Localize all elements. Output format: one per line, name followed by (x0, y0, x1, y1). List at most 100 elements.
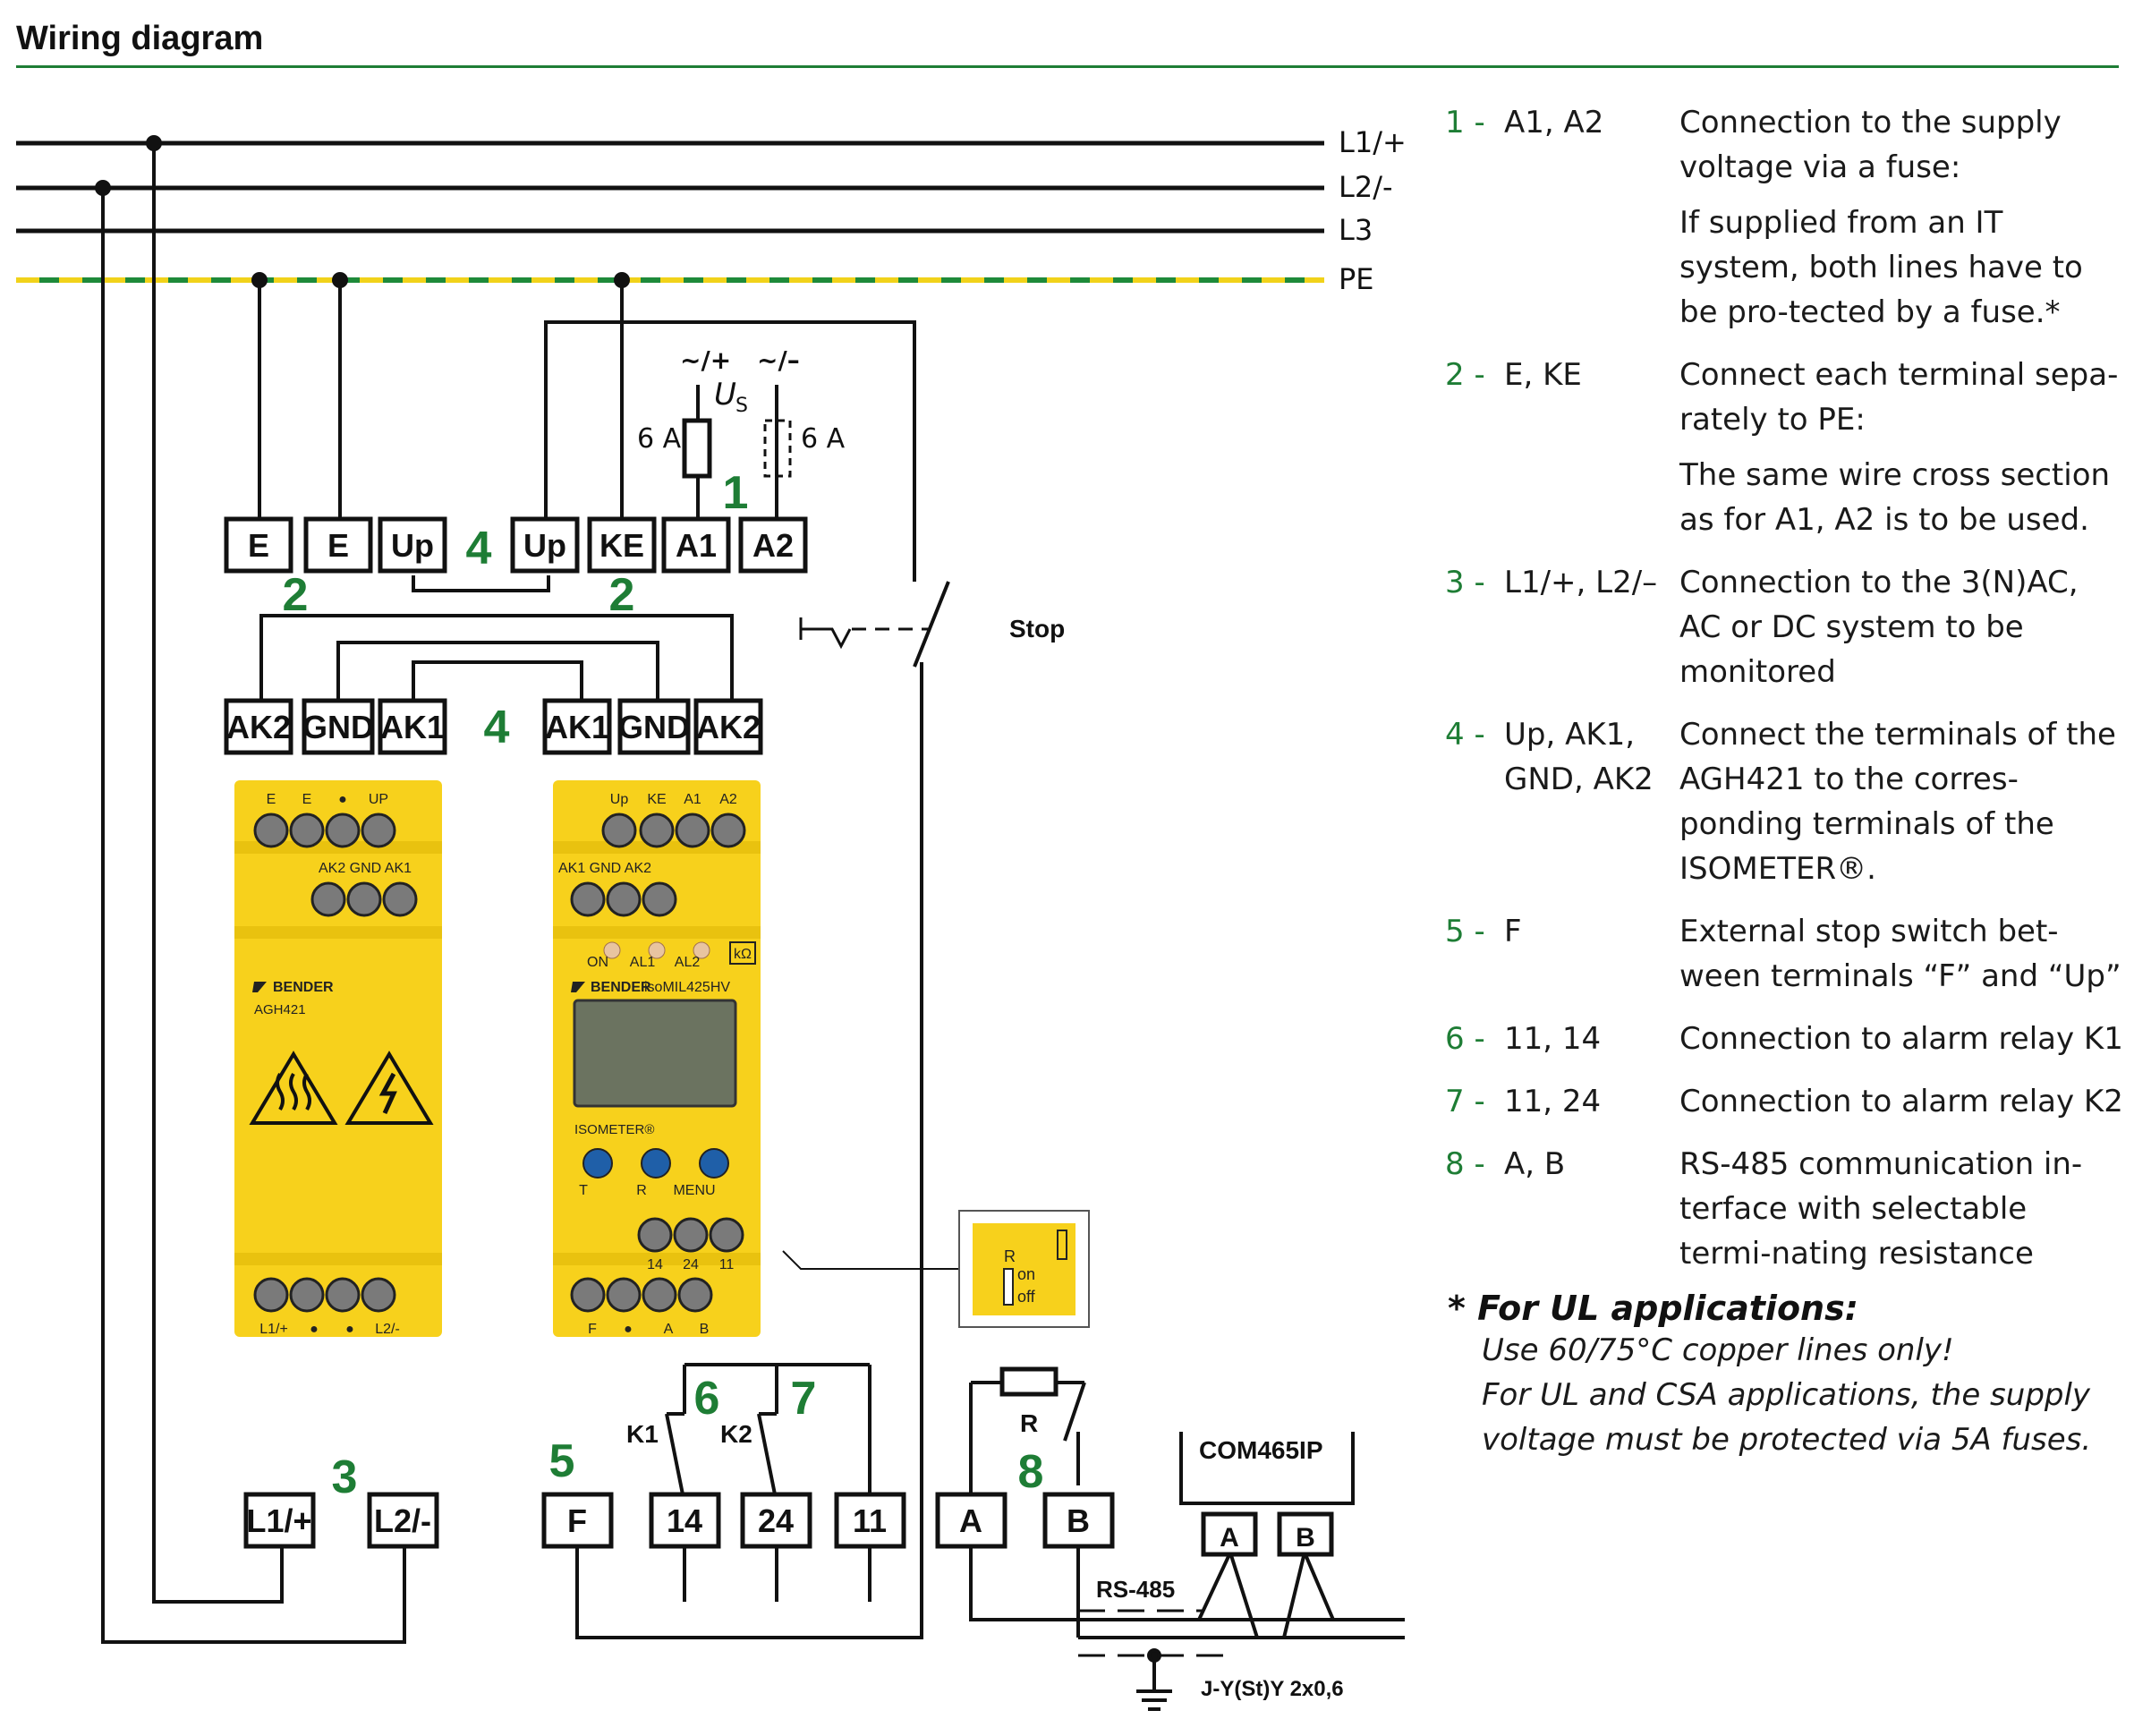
button-t (582, 1148, 613, 1179)
inset-on: on (1017, 1265, 1035, 1283)
callout-2-left: 2 (283, 569, 309, 621)
top-terminal-row: E E Up Up KE A1 A2 (224, 516, 808, 574)
supply-us: U (714, 377, 736, 413)
agh-label-2: ● (338, 792, 347, 807)
lcd-display (573, 999, 737, 1108)
supply-minus: ~/– (757, 345, 800, 375)
supply-us-sub: S (735, 395, 748, 417)
legend-number: 7 - (1445, 1084, 1485, 1119)
inset-r: R (1004, 1247, 1016, 1265)
led-al2-label: AL2 (675, 955, 701, 970)
line-label-l1: L1/+ (1339, 125, 1407, 159)
com-label: COM465IP (1199, 1436, 1323, 1464)
relay-k1-label: K1 (626, 1420, 659, 1448)
termination-switch-inset: R on off (958, 1210, 1090, 1328)
terminal-ak1-right: AK1 (545, 709, 609, 745)
led-on-label: ON (587, 955, 608, 970)
terminal-ak2-right: AK2 (696, 709, 761, 745)
device-agh421: E E ● UP AK2 GND AK1 BENDER AGH421 L1/+ … (234, 780, 442, 1337)
iso-brand: BENDER (591, 980, 651, 995)
agh-brand: BENDER (273, 980, 334, 995)
iso-bottom-3: B (700, 1322, 710, 1337)
hot-surface-warning-icon (249, 1051, 338, 1125)
com-terminal-b: B (1296, 1523, 1315, 1553)
terminal-a2: A2 (752, 527, 794, 564)
callout-6: 6 (694, 1373, 720, 1425)
terminal-e1: E (248, 527, 269, 564)
terminal-up-right: Up (523, 527, 566, 564)
terminal-gnd-left: GND (302, 709, 374, 745)
legend-description: Connection to alarm relay K1 (1679, 1017, 2125, 1072)
high-voltage-warning-icon (344, 1051, 434, 1125)
terminal-l1: L1/+ (246, 1502, 311, 1539)
agh-model: AGH421 (254, 1002, 306, 1017)
legend-terminals: 11, 14 (1504, 1021, 1602, 1057)
status-leds: ON AL1 AL2 kΩ (587, 941, 756, 970)
legend-row: 6 - 11, 14 Connection to alarm relay K1 (1445, 1017, 2125, 1072)
terminal-11: 11 (853, 1502, 887, 1539)
callout-4-bottom: 4 (484, 702, 510, 753)
header-rule (16, 65, 2119, 68)
ul-line-2: For UL and CSA applications, the supply … (1482, 1377, 2092, 1458)
legend-terminals: F (1504, 914, 1522, 949)
callout-8: 8 (1018, 1446, 1044, 1498)
ak-terminal-row: AK2 GND AK1 AK1 GND AK2 (224, 698, 763, 755)
legend-number: 6 - (1445, 1021, 1485, 1057)
legend-description-text: Connect each terminal sepa-rately to PE: (1679, 357, 2119, 438)
agh-bottom-1: ● (310, 1322, 319, 1337)
unit-label: kΩ (734, 947, 752, 962)
iso-model: isoMIL425HV (644, 980, 730, 995)
terminal-a: A (959, 1502, 982, 1539)
legend-terminals: L1/+, L2/– (1504, 565, 1658, 600)
inset-leader (782, 1250, 959, 1270)
callout-7: 7 (791, 1373, 817, 1425)
fuse-right-label: 6 A (801, 423, 846, 455)
relay-row-0: 14 (647, 1257, 663, 1272)
terminal-f: F (567, 1502, 587, 1539)
legend-description-text: Connection to the 3(N)AC, AC or DC syste… (1679, 565, 2079, 690)
legend-number: 8 - (1445, 1146, 1485, 1182)
terminal-up-left: Up (391, 527, 434, 564)
device-isomil425hv: Up KE A1 A2 AK1 GND AK2 ON AL1 AL2 kΩ BE… (553, 780, 761, 1337)
junction-dots (95, 135, 630, 288)
relay-contacts (665, 1412, 778, 1504)
terminal-gnd-right: GND (618, 709, 690, 745)
resistor-r-label: R (1020, 1409, 1038, 1437)
callout-3: 3 (332, 1451, 358, 1503)
legend-number: 4 - (1445, 717, 1485, 753)
legend-description: Connect each terminal sepa-rately to PE:… (1679, 353, 2125, 553)
wiring-diagram: L1/+ L2/- L3 PE (16, 125, 1407, 1711)
iso-bottom-2: A (664, 1322, 674, 1337)
ul-title: * For UL applications: (1448, 1289, 1858, 1328)
wires (101, 143, 1405, 1644)
agh-bottom-2: ● (345, 1322, 354, 1337)
cable-label: J-Y(St)Y 2x0,6 (1201, 1677, 1344, 1701)
terminal-ak1-left: AK1 (380, 709, 445, 745)
legend-terminals: Up, AK1, GND, AK2 (1504, 717, 1654, 797)
legend-description-text: Connect the terminals of the AGH421 to t… (1679, 717, 2116, 887)
line-label-pe: PE (1339, 262, 1374, 296)
fuse-left-label: 6 A (637, 423, 682, 455)
terminal-a1: A1 (676, 527, 717, 564)
relay-k2-label: K2 (720, 1420, 752, 1448)
led-al1-label: AL1 (630, 955, 656, 970)
legend-description-text: RS-485 communication in-terface with sel… (1679, 1146, 2083, 1272)
agh-label-3: UP (369, 792, 388, 807)
agh-label-1: E (302, 792, 312, 807)
legend-description-text: If supplied from an IT system, both line… (1679, 205, 2083, 330)
legend-terminals: E, KE (1504, 357, 1582, 393)
legend-description-text: Connection to the supply voltage via a f… (1679, 105, 2062, 185)
terminal-b: B (1067, 1502, 1090, 1539)
ul-note: * For UL applications: Use 60/75°C coppe… (1448, 1289, 2128, 1462)
iso-isometer: ISOMETER® (574, 1122, 654, 1137)
terminal-14: 14 (667, 1502, 702, 1539)
legend-number: 2 - (1445, 357, 1485, 393)
legend-description: Connection to the supply voltage via a f… (1679, 100, 2125, 345)
legend-description-text: Connection to alarm relay K1 (1679, 1021, 2123, 1057)
ul-line-1: Use 60/75°C copper lines only! (1482, 1332, 1954, 1368)
terminal-ak2-left: AK2 (226, 709, 291, 745)
callout-2-right: 2 (609, 569, 635, 621)
iso-bottom-0: F (588, 1322, 597, 1337)
